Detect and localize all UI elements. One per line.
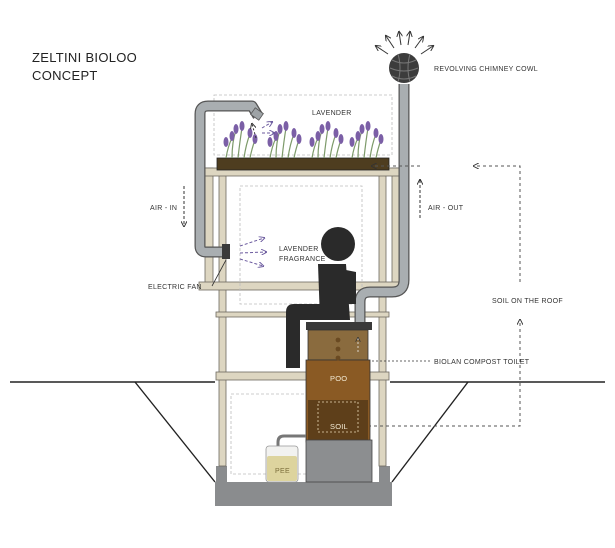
seated-person	[286, 227, 356, 368]
label-electric-fan: ELECTRIC FAN	[148, 284, 202, 291]
label-poo: POO	[330, 374, 347, 383]
foundation-slab	[215, 482, 392, 506]
pipe-inlet-nozzle	[250, 107, 264, 121]
electric-fan	[222, 244, 230, 259]
lavender-plant	[223, 121, 258, 159]
lavender-plant	[267, 121, 302, 159]
air-in-pipe	[194, 100, 263, 258]
fragrance-arrows	[239, 122, 274, 266]
cowl-exhaust-arrows	[376, 32, 433, 55]
foundation-block-right	[379, 466, 390, 482]
label-soil: SOIL	[330, 422, 348, 431]
lavender-plants	[223, 121, 384, 159]
label-air-in: AIR - IN	[150, 205, 177, 212]
label-fragrance-line-1: LAVENDER	[279, 246, 319, 253]
compost-toilet	[305, 322, 373, 483]
leader-electric-fan	[211, 259, 227, 287]
lavender-box-outline	[213, 94, 393, 156]
ground	[10, 381, 605, 483]
label-chimney-cowl: REVOLVING CHIMNEY COWL	[434, 66, 538, 73]
chimney-pipe	[354, 84, 410, 322]
label-air-out: AIR - OUT	[428, 205, 464, 212]
label-fragrance-line-2: FRAGRANCE	[279, 256, 326, 263]
label-soil-on-roof: SOIL ON THE ROOF	[492, 298, 563, 305]
chimney-cowl	[389, 53, 419, 83]
lavender-plant	[349, 121, 384, 159]
soil-layer-outline	[317, 401, 359, 433]
lavender-plant	[309, 121, 344, 159]
pee-pipe	[276, 434, 306, 448]
roof-soil-tray	[216, 157, 390, 171]
inlet-air-arrow	[252, 124, 257, 139]
label-compost-toilet: BIOLAN COMPOST TOILET	[434, 359, 530, 366]
diagram-title-line-1: ZELTINI BIOLOO	[32, 50, 137, 65]
pee-container	[265, 445, 299, 483]
label-pee: PEE	[275, 468, 290, 475]
label-lavender: LAVENDER	[312, 110, 352, 117]
foundation-block-left	[216, 466, 227, 482]
soil-loop-arrows	[356, 166, 520, 427]
diagram-title-line-2: CONCEPT	[32, 68, 98, 83]
